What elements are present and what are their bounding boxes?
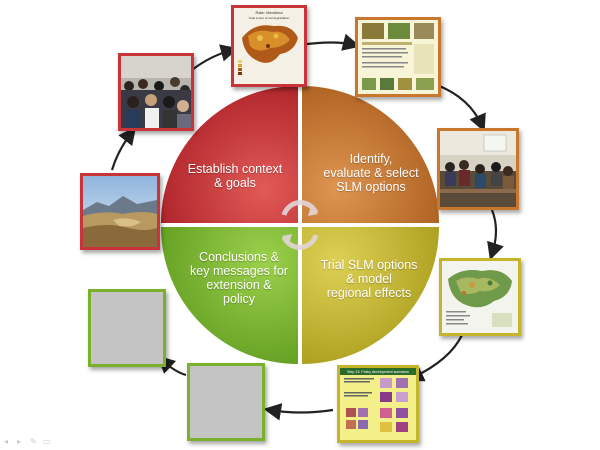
quadrant-top-right — [302, 86, 439, 223]
quadrant-bottom-left — [161, 227, 298, 364]
next-slide-icon[interactable]: ▸ — [17, 436, 22, 446]
placeholder-image-left — [88, 289, 166, 367]
arrow-landscape-to-meeting — [110, 126, 137, 171]
arrow-scenario-poster-to-placeholder — [263, 403, 334, 421]
quadrant-label-establish-context: Establish context & goals — [187, 162, 283, 190]
landscape-photo-image — [80, 173, 160, 250]
map-title: Rate: Mendima — [255, 10, 283, 15]
quadrant-top-left — [161, 86, 298, 223]
pen-icon[interactable]: ✎ — [30, 436, 37, 446]
research-poster-image — [355, 17, 441, 97]
arrow-poster-to-classroom — [436, 83, 486, 133]
classroom-workshop-image — [437, 128, 519, 210]
prev-slide-icon[interactable]: ◂ — [4, 436, 9, 446]
cycle-quadrants — [161, 86, 439, 364]
quadrant-bottom-right — [302, 227, 439, 364]
scenario-poster-title: Step 13: Policy development scenarios — [347, 370, 409, 374]
placeholder-image-bottom — [187, 363, 265, 441]
quadrant-label-trial-slm: Trial SLM options & model regional effec… — [320, 258, 418, 300]
menu-icon[interactable]: ▭ — [43, 436, 51, 446]
arrow-classroom-to-region-map — [487, 209, 504, 261]
soil-degradation-map-image: Rate: Mendima Total extent of soil degra… — [231, 5, 307, 87]
arrow-region-map-to-scenario-poster — [406, 334, 463, 382]
regional-effects-map-image — [439, 258, 521, 336]
map-subtitle: Total extent of soil degradation — [249, 16, 290, 20]
arrow-map-to-poster — [299, 33, 361, 51]
cycle-arrows-icon — [281, 200, 319, 250]
stakeholder-meeting-image — [118, 53, 194, 131]
quadrant-label-conclusions: Conclusions & key messages for extension… — [190, 250, 288, 306]
quadrant-label-identify-evaluate: Identify, evaluate & select SLM options — [323, 152, 419, 194]
arrow-meeting-to-map — [191, 44, 239, 71]
slide-controls: ◂ ▸ ✎ ▭ — [4, 436, 51, 446]
policy-scenario-poster-image: Step 13: Policy development scenarios — [337, 365, 419, 443]
